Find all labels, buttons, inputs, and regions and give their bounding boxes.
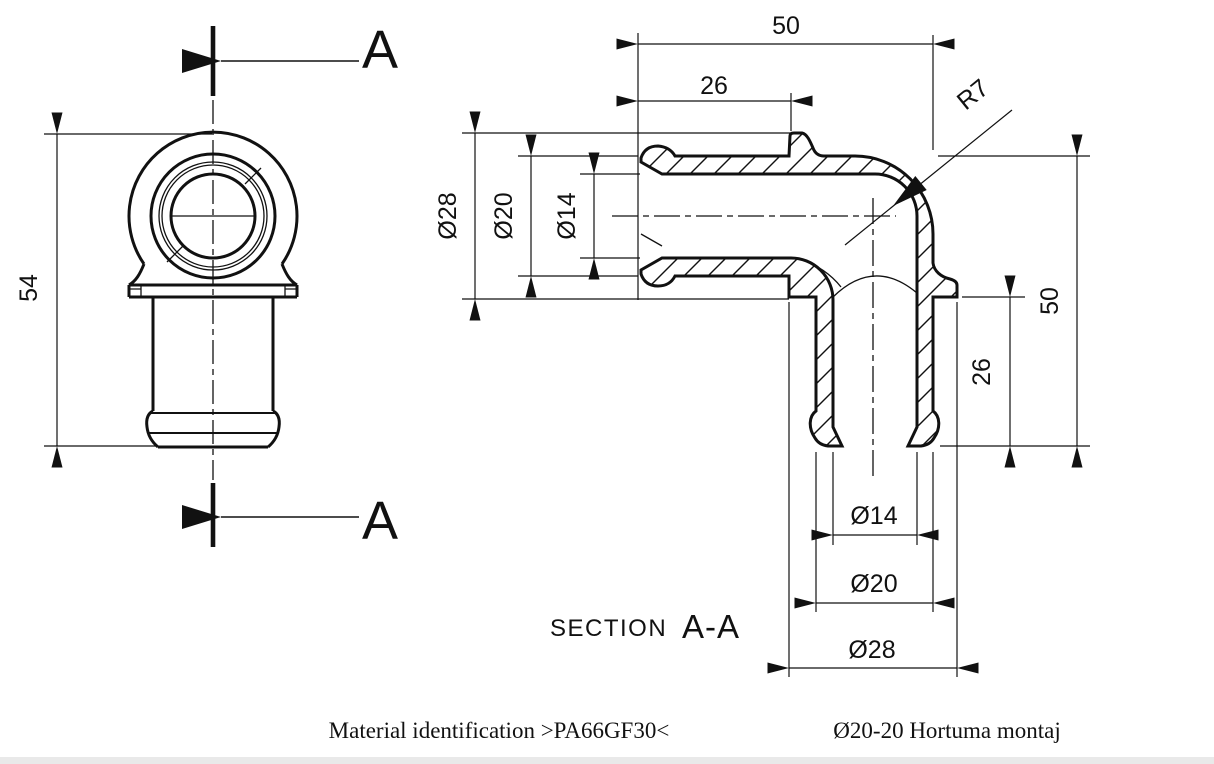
- barb-left: [145, 409, 159, 449]
- collar-band: [127, 283, 299, 299]
- dimension-lines: [469, 38, 1083, 674]
- radius-leader-line: [844, 109, 1013, 246]
- lower-wall-section: [639, 256, 845, 448]
- chamfer-circle-outer: [158, 161, 268, 271]
- fillet-silhouette-edge: [799, 258, 842, 288]
- cut-letter-bottom: A: [362, 491, 398, 551]
- radius-leader-arrow: [893, 176, 927, 206]
- dim-right-hose-label: 26: [968, 358, 996, 386]
- dim-dia20-bottom-label: Ø20: [850, 570, 897, 598]
- dim-54-label: 54: [15, 274, 43, 302]
- dim-dia28-left-label: Ø28: [434, 192, 462, 239]
- dim-dia28-bottom-label: Ø28: [848, 636, 895, 664]
- chamfer-circle-inner: [161, 164, 265, 268]
- right-fillet: [280, 263, 298, 287]
- section-title-ref: A-A: [682, 608, 740, 645]
- section-title-prefix: SECTION: [550, 615, 667, 642]
- bore-chamfer-edge: [640, 233, 663, 247]
- dim-dia14-bottom-label: Ø14: [850, 502, 897, 530]
- collar-end-steps: [129, 285, 297, 297]
- dim-dia14-left-label: Ø14: [553, 192, 581, 239]
- barb-circle: [149, 152, 277, 280]
- dim-top-width-label: 50: [772, 12, 800, 40]
- bend-radius-label: R7: [952, 74, 994, 116]
- dim-right-height-label: 50: [1036, 287, 1064, 315]
- cut-letter-top: A: [362, 20, 398, 80]
- extension-lines: [462, 33, 1090, 677]
- dim-54-extensions: [44, 133, 212, 447]
- dim-dia20-left-label: Ø20: [490, 192, 518, 239]
- tangent-tick-upper: [244, 167, 262, 185]
- bend-transition-edge: [832, 275, 918, 298]
- stem-walls: [151, 298, 275, 411]
- left-fillet: [128, 263, 146, 287]
- material-note: Material identification >PA66GF30<: [329, 718, 670, 743]
- barb-right: [267, 409, 281, 449]
- section-view: [462, 33, 1090, 677]
- front-view: [44, 26, 359, 547]
- window-edge-strip: [0, 757, 1214, 764]
- assembly-note: Ø20-20 Hortuma montaj: [833, 718, 1060, 743]
- labels: A A 50 26 Ø28 Ø20 Ø14 R7 50 26 Ø14 Ø20 Ø…: [15, 12, 1064, 743]
- body-outer-circle: [127, 130, 299, 265]
- upper-wall-section: [639, 131, 959, 448]
- dim-top-hose-label: 26: [700, 72, 728, 100]
- tangent-tick-lower: [166, 245, 184, 263]
